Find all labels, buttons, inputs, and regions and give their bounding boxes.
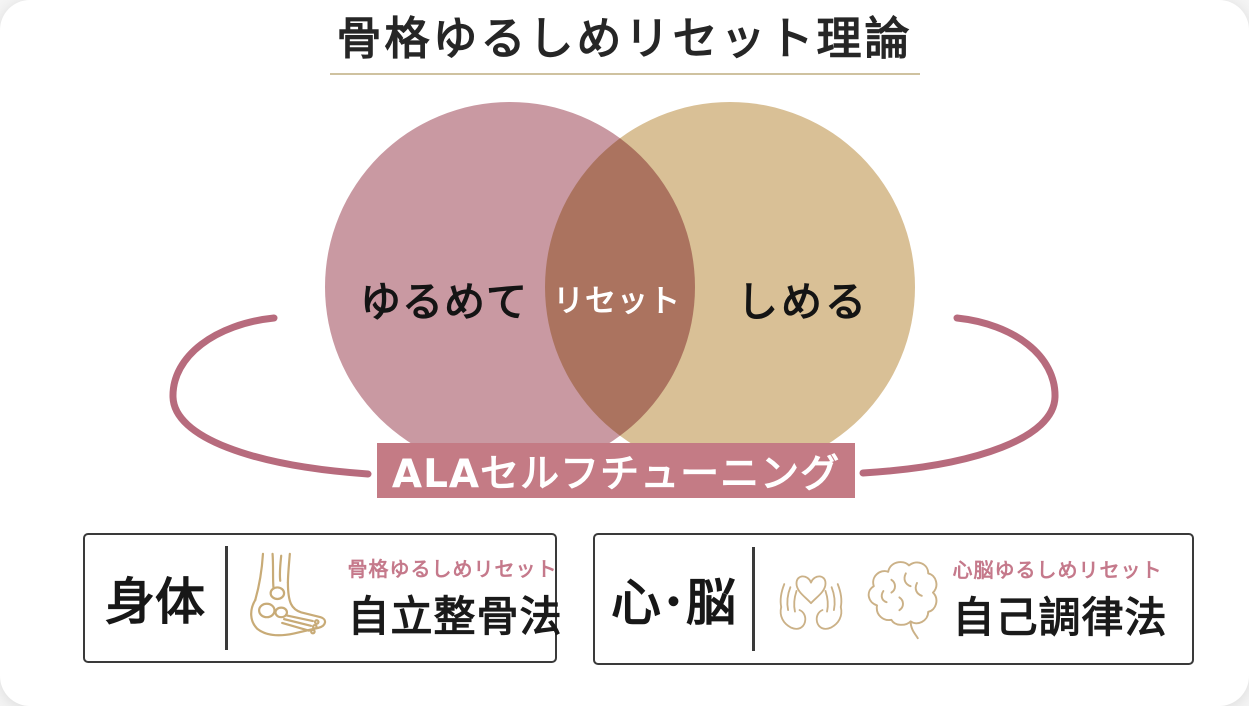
venn-label-loosen: ゆるめて xyxy=(360,278,528,326)
page-title: 骨格ゆるしめリセット理論 xyxy=(336,12,913,65)
card-body-method: 自立整骨法 xyxy=(347,591,563,641)
brain-icon xyxy=(867,561,937,640)
card-body-divider xyxy=(225,546,228,650)
title-block: 骨格ゆるしめリセット理論 xyxy=(0,12,1249,75)
banner: ALAセルフチューニング xyxy=(377,443,855,498)
card-body-text: 骨格ゆるしめリセット 自立整骨法 xyxy=(340,553,563,644)
card-mind-category: 心･脳 xyxy=(611,574,736,632)
banner-label: ALAセルフチューニング xyxy=(391,451,841,497)
venn-circle-tighten xyxy=(545,102,915,472)
card-body-icon-wrap xyxy=(228,549,340,647)
card-mind-icon-wrap xyxy=(755,554,945,644)
title-underline xyxy=(329,73,920,75)
card-mind-brain: 心･脳 xyxy=(593,533,1194,665)
hands-heart-icon xyxy=(779,575,842,630)
card-mind-method: 自己調律法 xyxy=(952,592,1168,642)
venn-label-tighten: しめる xyxy=(737,278,869,326)
venn-label-reset: リセット xyxy=(553,283,681,320)
card-body: 身体 骨格ゆるしめリセット 自立整骨法 xyxy=(83,533,562,663)
card-mind-divider xyxy=(752,547,755,651)
card-mind-subtitle: 心脳ゆるしめリセット xyxy=(952,557,1163,582)
card-mind-text: 心脳ゆるしめリセット 自己調律法 xyxy=(945,554,1168,645)
foot-skeleton-icon xyxy=(249,552,326,637)
card-body-category: 身体 xyxy=(105,573,205,631)
card-body-subtitle: 骨格ゆるしめリセット xyxy=(347,556,558,581)
